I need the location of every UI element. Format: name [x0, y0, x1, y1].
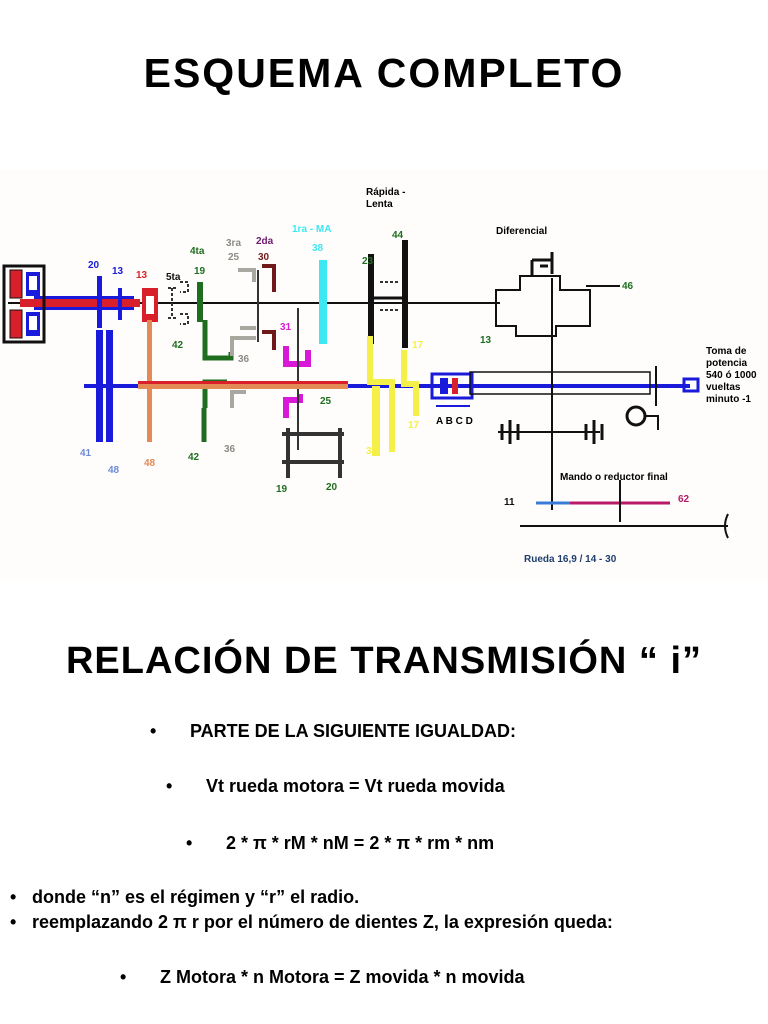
gear-38-yellow [367, 336, 395, 452]
gear-36-grey [230, 336, 246, 356]
gear-30-maroon [262, 264, 276, 292]
idler-19-20 [282, 432, 344, 436]
bullet-3: •2 * π * rM * nM = 2 * π * rm * nm [186, 833, 495, 853]
bullet-5: •reemplazando 2 π r por el número de die… [10, 912, 613, 932]
label-g13b: 13 [136, 270, 148, 281]
label-g38a: 38 [312, 243, 324, 254]
label-g11: 11 [504, 497, 515, 508]
synchro-5ta [168, 281, 189, 325]
gear-19-green [197, 282, 203, 322]
label-g46: 46 [622, 281, 634, 292]
gear-13-blue [118, 288, 122, 320]
label-diferencial: Diferencial [496, 226, 547, 237]
label-g41: 41 [80, 448, 92, 459]
pto-shaft-box [469, 371, 651, 395]
gear-25-grey [238, 268, 256, 282]
hollow-shaft-blue [34, 296, 134, 299]
label-g20: 20 [88, 260, 100, 271]
label-g17a: 17 [412, 340, 424, 351]
gear-25-magenta [283, 394, 303, 418]
gear-20 [97, 276, 102, 328]
transmission-diagram: Rápida - Lenta Diferencial Toma de poten… [0, 170, 768, 580]
bullet-4-text: donde “n” es el régimen y “r” el radio. [32, 887, 360, 907]
label-toma-1: Toma de [706, 346, 747, 357]
label-g19a: 19 [194, 266, 206, 277]
label-g30: 30 [258, 252, 270, 263]
label-rueda: Rueda 16,9 / 14 - 30 [524, 554, 617, 565]
differential [495, 275, 591, 337]
label-g44: 44 [392, 230, 404, 241]
label-g17b: 17 [408, 420, 420, 431]
orange-sleeve [138, 381, 348, 389]
label-g2da: 2da [256, 236, 274, 247]
gear-36b-grey [230, 390, 246, 408]
gear-17-yellow [401, 350, 419, 416]
label-g23: 23 [362, 256, 374, 267]
pto-clutch [430, 372, 474, 400]
bullet-6: •Z Motora * n Motora = Z movida * n movi… [120, 967, 525, 987]
label-g3ra: 3ra [226, 238, 241, 249]
gear-42-green [202, 320, 234, 361]
label-toma-2: potencia [706, 358, 748, 369]
main-title: ESQUEMA COMPLETO [143, 50, 625, 96]
label-g1ra: 1ra - MA [292, 224, 331, 235]
relation-title: RELACIÓN DE TRANSMISIÓN “ i” [65, 640, 703, 682]
label-g25a: 25 [228, 252, 240, 263]
label-g48b: 48 [144, 458, 156, 469]
gear-23 [368, 254, 374, 344]
label-g13c: 13 [480, 335, 492, 346]
label-g13a: 13 [112, 266, 124, 277]
pto-output [682, 377, 700, 393]
label-rapida: Rápida - [366, 187, 405, 198]
label-lenta: Lenta [366, 199, 393, 210]
bullet-1-text: PARTE DE LA SIGUIENTE IGUALDAD: [190, 721, 517, 741]
bullet-5-text: reemplazando 2 π r por el número de dien… [32, 912, 613, 932]
bullet-1: •PARTE DE LA SIGUIENTE IGUALDAD: [150, 721, 517, 741]
label-g4ta: 4ta [190, 246, 205, 257]
label-g38b: 38 [366, 446, 378, 457]
gear-44 [402, 240, 408, 348]
label-g19b: 19 [276, 484, 288, 495]
label-g5ta: 5ta [166, 272, 181, 283]
bullet-4: •donde “n” es el régimen y “r” el radio. [10, 887, 360, 907]
gear-38-cyan [319, 260, 327, 344]
brake-disc [625, 405, 647, 427]
gear-31-maroon [262, 330, 276, 350]
label-toma-4: vueltas [706, 382, 741, 393]
clutch-housing [2, 264, 46, 344]
label-g42a: 42 [172, 340, 184, 351]
label-g62: 62 [678, 494, 690, 505]
label-abcd: A B C D [436, 416, 473, 427]
label-mando: Mando o reductor final [560, 472, 668, 483]
label-toma-3: 540 ó 1000 [706, 370, 757, 381]
label-g25b: 25 [320, 396, 332, 407]
input-shaft-red [20, 299, 140, 307]
bullet-3-text: 2 * π * rM * nM = 2 * π * rm * nm [226, 833, 495, 853]
label-g20b: 20 [326, 482, 338, 493]
label-toma-5: minuto -1 [706, 394, 751, 405]
bullet-6-text: Z Motora * n Motora = Z movida * n movid… [160, 967, 525, 987]
label-g36b: 36 [224, 444, 236, 455]
label-g42b: 42 [188, 452, 200, 463]
label-g31: 31 [280, 322, 292, 333]
bullet-2-text: Vt rueda motora = Vt rueda movida [206, 776, 505, 796]
label-g36a: 36 [238, 354, 250, 365]
bullet-2: •Vt rueda motora = Vt rueda movida [166, 776, 505, 796]
label-g48a: 48 [108, 465, 120, 476]
